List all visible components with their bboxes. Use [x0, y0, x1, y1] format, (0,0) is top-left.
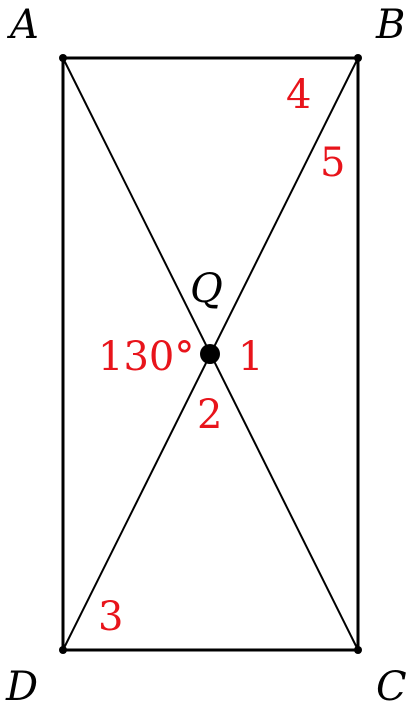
vertex-a-label: A — [6, 2, 39, 48]
intersection-q-dot — [200, 344, 220, 364]
angle-5-label: 5 — [320, 140, 345, 186]
vertex-c-dot — [354, 646, 362, 654]
angle-2-label: 2 — [197, 392, 222, 438]
angle-known-label: 130° — [98, 334, 194, 380]
angle-3-label: 3 — [98, 594, 123, 640]
vertex-c-label: C — [376, 664, 407, 704]
vertex-b-dot — [354, 54, 362, 62]
angle-4-label: 4 — [286, 72, 311, 118]
vertex-b-label: B — [375, 2, 405, 48]
angle-1-label: 1 — [238, 334, 263, 380]
vertex-d-dot — [59, 646, 67, 654]
vertex-a-dot — [59, 54, 67, 62]
vertex-d-label: D — [5, 664, 38, 704]
intersection-q-label: Q — [190, 266, 223, 312]
